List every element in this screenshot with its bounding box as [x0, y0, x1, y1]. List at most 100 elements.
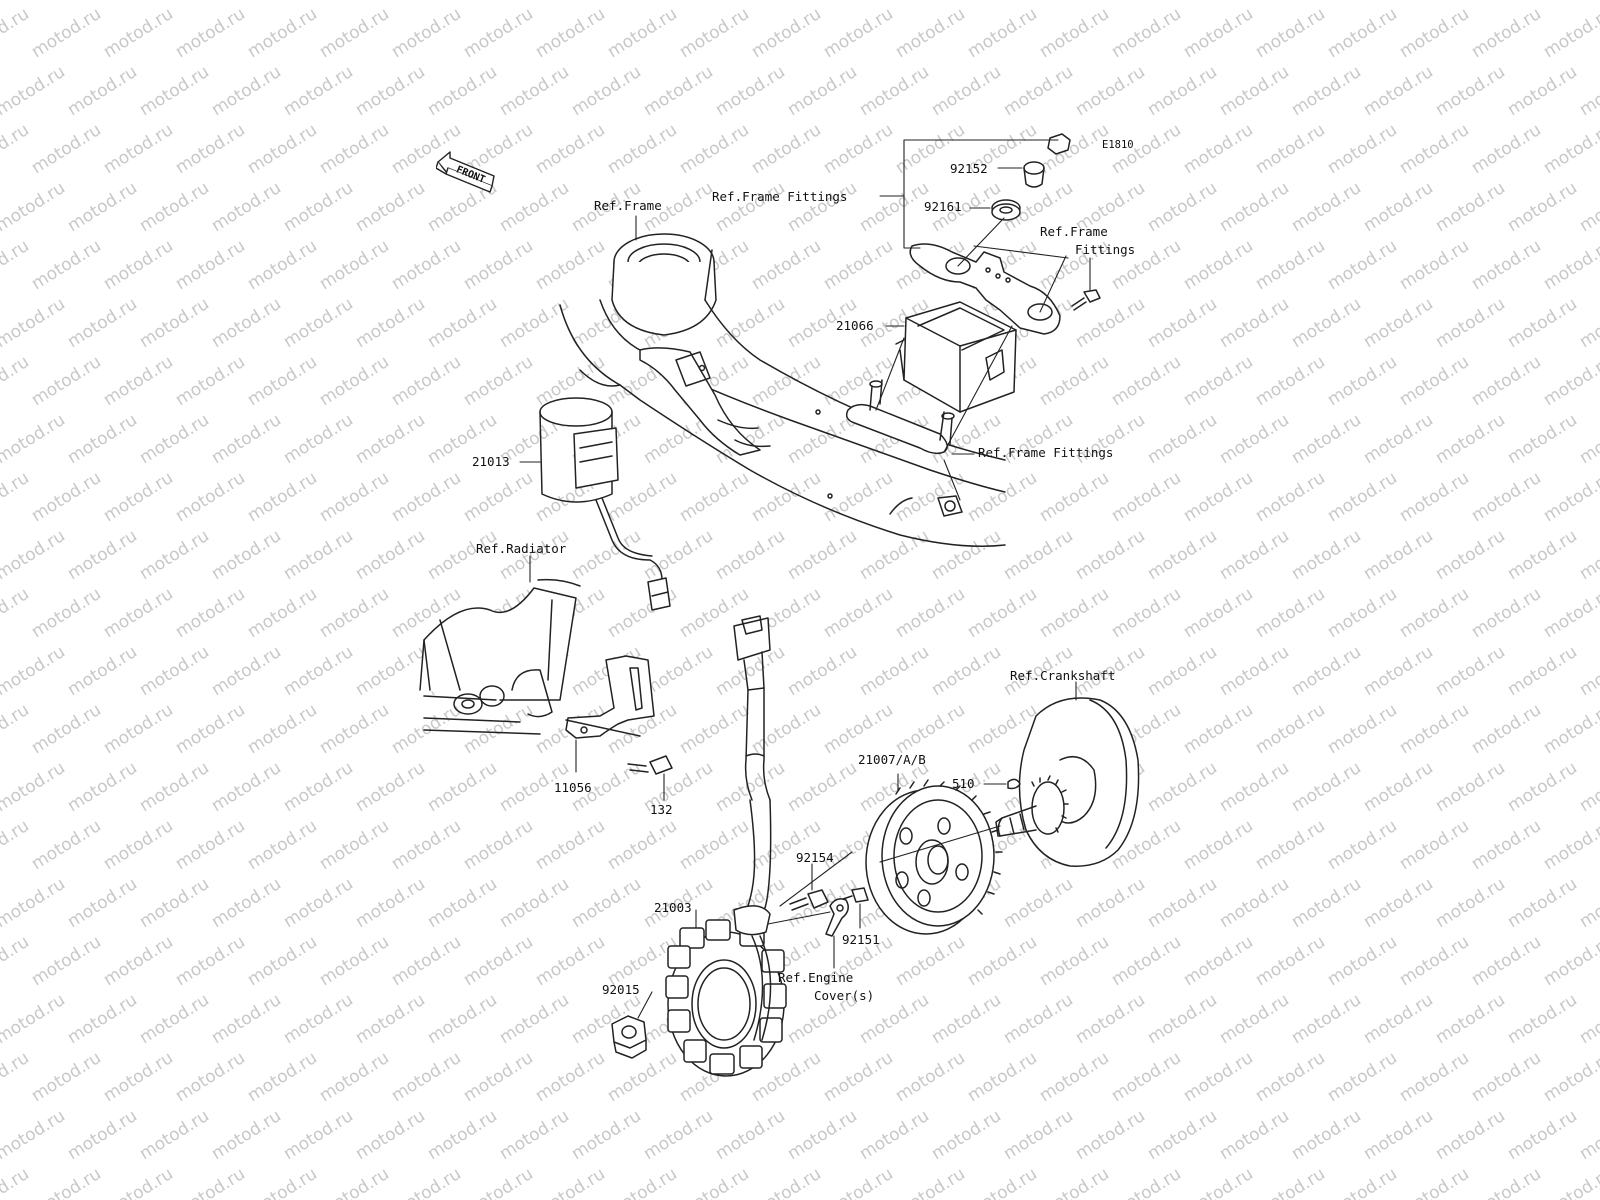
- watermark-text: motod.ru: [1180, 932, 1257, 990]
- watermark-text: motod.ru: [1252, 700, 1329, 758]
- part-21007-label: 21007/A/B: [858, 752, 926, 767]
- watermark-text: motod.ru: [100, 1048, 177, 1106]
- watermark-text: motod.ru: [1396, 236, 1473, 294]
- watermark-text: motod.ru: [532, 1164, 609, 1200]
- watermark-text: motod.ru: [280, 642, 357, 700]
- watermark-text: motod.ru: [1576, 178, 1600, 236]
- watermark-text: motod.ru: [892, 584, 969, 642]
- watermark-text: motod.ru: [1396, 468, 1473, 526]
- watermark-text: motod.ru: [316, 468, 393, 526]
- watermark-text: motod.ru: [316, 236, 393, 294]
- watermark-text: motod.ru: [460, 700, 537, 758]
- watermark-text: motod.ru: [1216, 0, 1293, 4]
- watermark-text: motod.ru: [964, 932, 1041, 990]
- watermark-text: motod.ru: [1252, 1164, 1329, 1200]
- watermark-text: motod.ru: [64, 178, 141, 236]
- watermark-text: motod.ru: [1216, 178, 1293, 236]
- watermark-text: motod.ru: [244, 120, 321, 178]
- watermark-text: motod.ru: [784, 178, 861, 236]
- crankshaft-illustration: [995, 697, 1140, 867]
- watermark-text: motod.ru: [1036, 932, 1113, 990]
- watermark-text: motod.ru: [1396, 352, 1473, 410]
- watermark-text: motod.ru: [856, 526, 933, 584]
- watermark-text: motod.ru: [820, 1164, 897, 1200]
- watermark-text: motod.ru: [676, 120, 753, 178]
- watermark-text: motod.ru: [1540, 816, 1600, 874]
- watermark-text: motod.ru: [1252, 352, 1329, 410]
- watermark-text: motod.ru: [1576, 990, 1600, 1048]
- watermark-text: motod.ru: [1216, 294, 1293, 352]
- watermark-text: motod.ru: [136, 62, 213, 120]
- watermark-text: motod.ru: [1072, 874, 1149, 932]
- watermark-text: motod.ru: [0, 526, 69, 584]
- diagram-id: E1810: [1102, 139, 1134, 151]
- watermark-text: motod.ru: [316, 352, 393, 410]
- watermark-text: motod.ru: [1468, 816, 1545, 874]
- watermark-text: motod.ru: [244, 4, 321, 62]
- watermark-text: motod.ru: [64, 294, 141, 352]
- leader-lines: [519, 139, 1091, 1019]
- watermark-text: motod.ru: [676, 468, 753, 526]
- watermark-text: motod.ru: [1576, 526, 1600, 584]
- watermark-text: motod.ru: [784, 0, 861, 4]
- watermark-text: motod.ru: [424, 874, 501, 932]
- watermark-text: motod.ru: [928, 1106, 1005, 1164]
- watermark-text: motod.ru: [0, 642, 69, 700]
- watermark-text: motod.ru: [424, 758, 501, 816]
- watermark-text: motod.ru: [496, 990, 573, 1048]
- watermark-text: motod.ru: [316, 4, 393, 62]
- watermark-text: motod.ru: [532, 932, 609, 990]
- watermark-text: motod.ru: [1360, 990, 1437, 1048]
- watermark-text: motod.ru: [1000, 526, 1077, 584]
- watermark-text: motod.ru: [964, 1164, 1041, 1200]
- watermark-text: motod.ru: [172, 1048, 249, 1106]
- watermark-text: motod.ru: [1396, 120, 1473, 178]
- part-11056-label: 11056: [554, 780, 592, 795]
- watermark-text: motod.ru: [172, 468, 249, 526]
- watermark-text: motod.ru: [244, 816, 321, 874]
- watermark-text: motod.ru: [1144, 990, 1221, 1048]
- watermark-text: motod.ru: [352, 642, 429, 700]
- watermark-text: motod.ru: [640, 1106, 717, 1164]
- part-21066-label: 21066: [836, 318, 874, 333]
- watermark-text: motod.ru: [1576, 0, 1600, 4]
- watermark-text: motod.ru: [1072, 0, 1149, 4]
- watermark-text: motod.ru: [1576, 410, 1600, 468]
- watermark-text: motod.ru: [1144, 0, 1221, 4]
- watermark-text: motod.ru: [856, 0, 933, 4]
- watermark-text: motod.ru: [172, 584, 249, 642]
- watermark-text: motod.ru: [1432, 526, 1509, 584]
- watermark-text: motod.ru: [1036, 468, 1113, 526]
- watermark-text: motod.ru: [280, 62, 357, 120]
- watermark-text: motod.ru: [0, 4, 33, 62]
- watermark-text: motod.ru: [1288, 990, 1365, 1048]
- watermark-text: motod.ru: [316, 700, 393, 758]
- watermark-text: motod.ru: [0, 410, 69, 468]
- watermark-text: motod.ru: [136, 410, 213, 468]
- watermark-text: motod.ru: [1504, 62, 1581, 120]
- watermark-text: motod.ru: [1324, 1048, 1401, 1106]
- watermark-text: motod.ru: [604, 816, 681, 874]
- watermark-text: motod.ru: [172, 352, 249, 410]
- watermark-text: motod.ru: [0, 178, 69, 236]
- watermark-text: motod.ru: [1324, 236, 1401, 294]
- watermark-text: motod.ru: [28, 816, 105, 874]
- watermark-text: motod.ru: [316, 1048, 393, 1106]
- watermark-text: motod.ru: [388, 468, 465, 526]
- watermark-text: motod.ru: [388, 4, 465, 62]
- watermark-text: motod.ru: [1000, 62, 1077, 120]
- front-direction-arrow: FRONT: [436, 151, 495, 193]
- watermark-text: motod.ru: [1396, 700, 1473, 758]
- ref-frame-fittings-right-label-1: Ref.Frame: [1040, 224, 1108, 239]
- watermark-text: motod.ru: [0, 758, 69, 816]
- ignition-coil-21013: [539, 397, 671, 611]
- watermark-text: motod.ru: [1504, 642, 1581, 700]
- watermark-text: motod.ru: [1540, 700, 1600, 758]
- watermark-text: motod.ru: [928, 62, 1005, 120]
- watermark-text: motod.ru: [892, 4, 969, 62]
- watermark-text: motod.ru: [1216, 526, 1293, 584]
- watermark-text: motod.ru: [0, 236, 33, 294]
- watermark-text: motod.ru: [1468, 1164, 1545, 1200]
- watermark-text: motod.ru: [1432, 62, 1509, 120]
- watermark-text: motod.ru: [352, 410, 429, 468]
